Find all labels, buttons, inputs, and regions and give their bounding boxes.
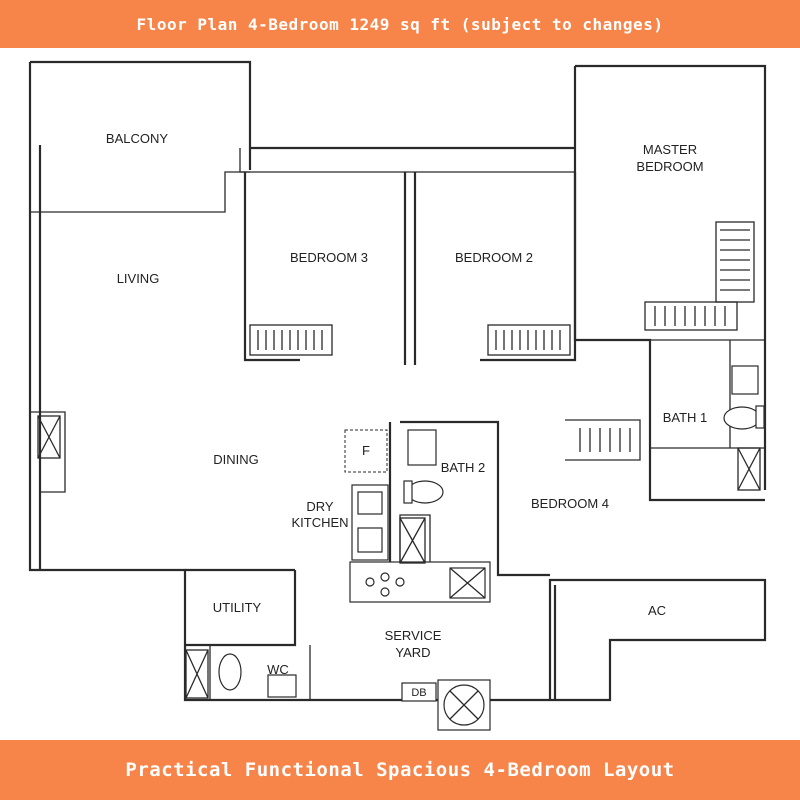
floor-plan: BALCONY LIVING BEDROOM 3 BEDROOM 2 MASTE… — [28, 60, 767, 731]
label-wc: WC — [267, 662, 289, 677]
label-master-line1: MASTER — [643, 142, 697, 157]
label-dry-kitchen-line1: DRY — [306, 499, 334, 514]
label-balcony: BALCONY — [106, 131, 168, 146]
label-dry-kitchen-line2: KITCHEN — [291, 515, 348, 530]
label-living: LIVING — [117, 271, 160, 286]
label-service-yard-line2: YARD — [395, 645, 430, 660]
label-bedroom-4: BEDROOM 4 — [531, 496, 609, 511]
walls — [28, 60, 767, 731]
label-ac: AC — [648, 603, 666, 618]
footer-tagline: Practical Functional Spacious 4-Bedroom … — [125, 759, 675, 781]
header-title: Floor Plan 4-Bedroom 1249 sq ft (subject… — [136, 14, 664, 34]
label-bedroom-2: BEDROOM 2 — [455, 250, 533, 265]
footer-banner: Practical Functional Spacious 4-Bedroom … — [0, 740, 800, 800]
label-utility: UTILITY — [213, 600, 262, 615]
header-banner: Floor Plan 4-Bedroom 1249 sq ft (subject… — [0, 0, 800, 48]
label-bedroom-3: BEDROOM 3 — [290, 250, 368, 265]
label-bath-2: BATH 2 — [441, 460, 486, 475]
label-bath-1: BATH 1 — [663, 410, 708, 425]
label-service-yard-line1: SERVICE — [385, 628, 442, 643]
label-fridge: F — [362, 443, 370, 458]
label-dining: DINING — [213, 452, 259, 467]
label-db: DB — [411, 687, 426, 699]
label-master-line2: BEDROOM — [636, 159, 703, 174]
